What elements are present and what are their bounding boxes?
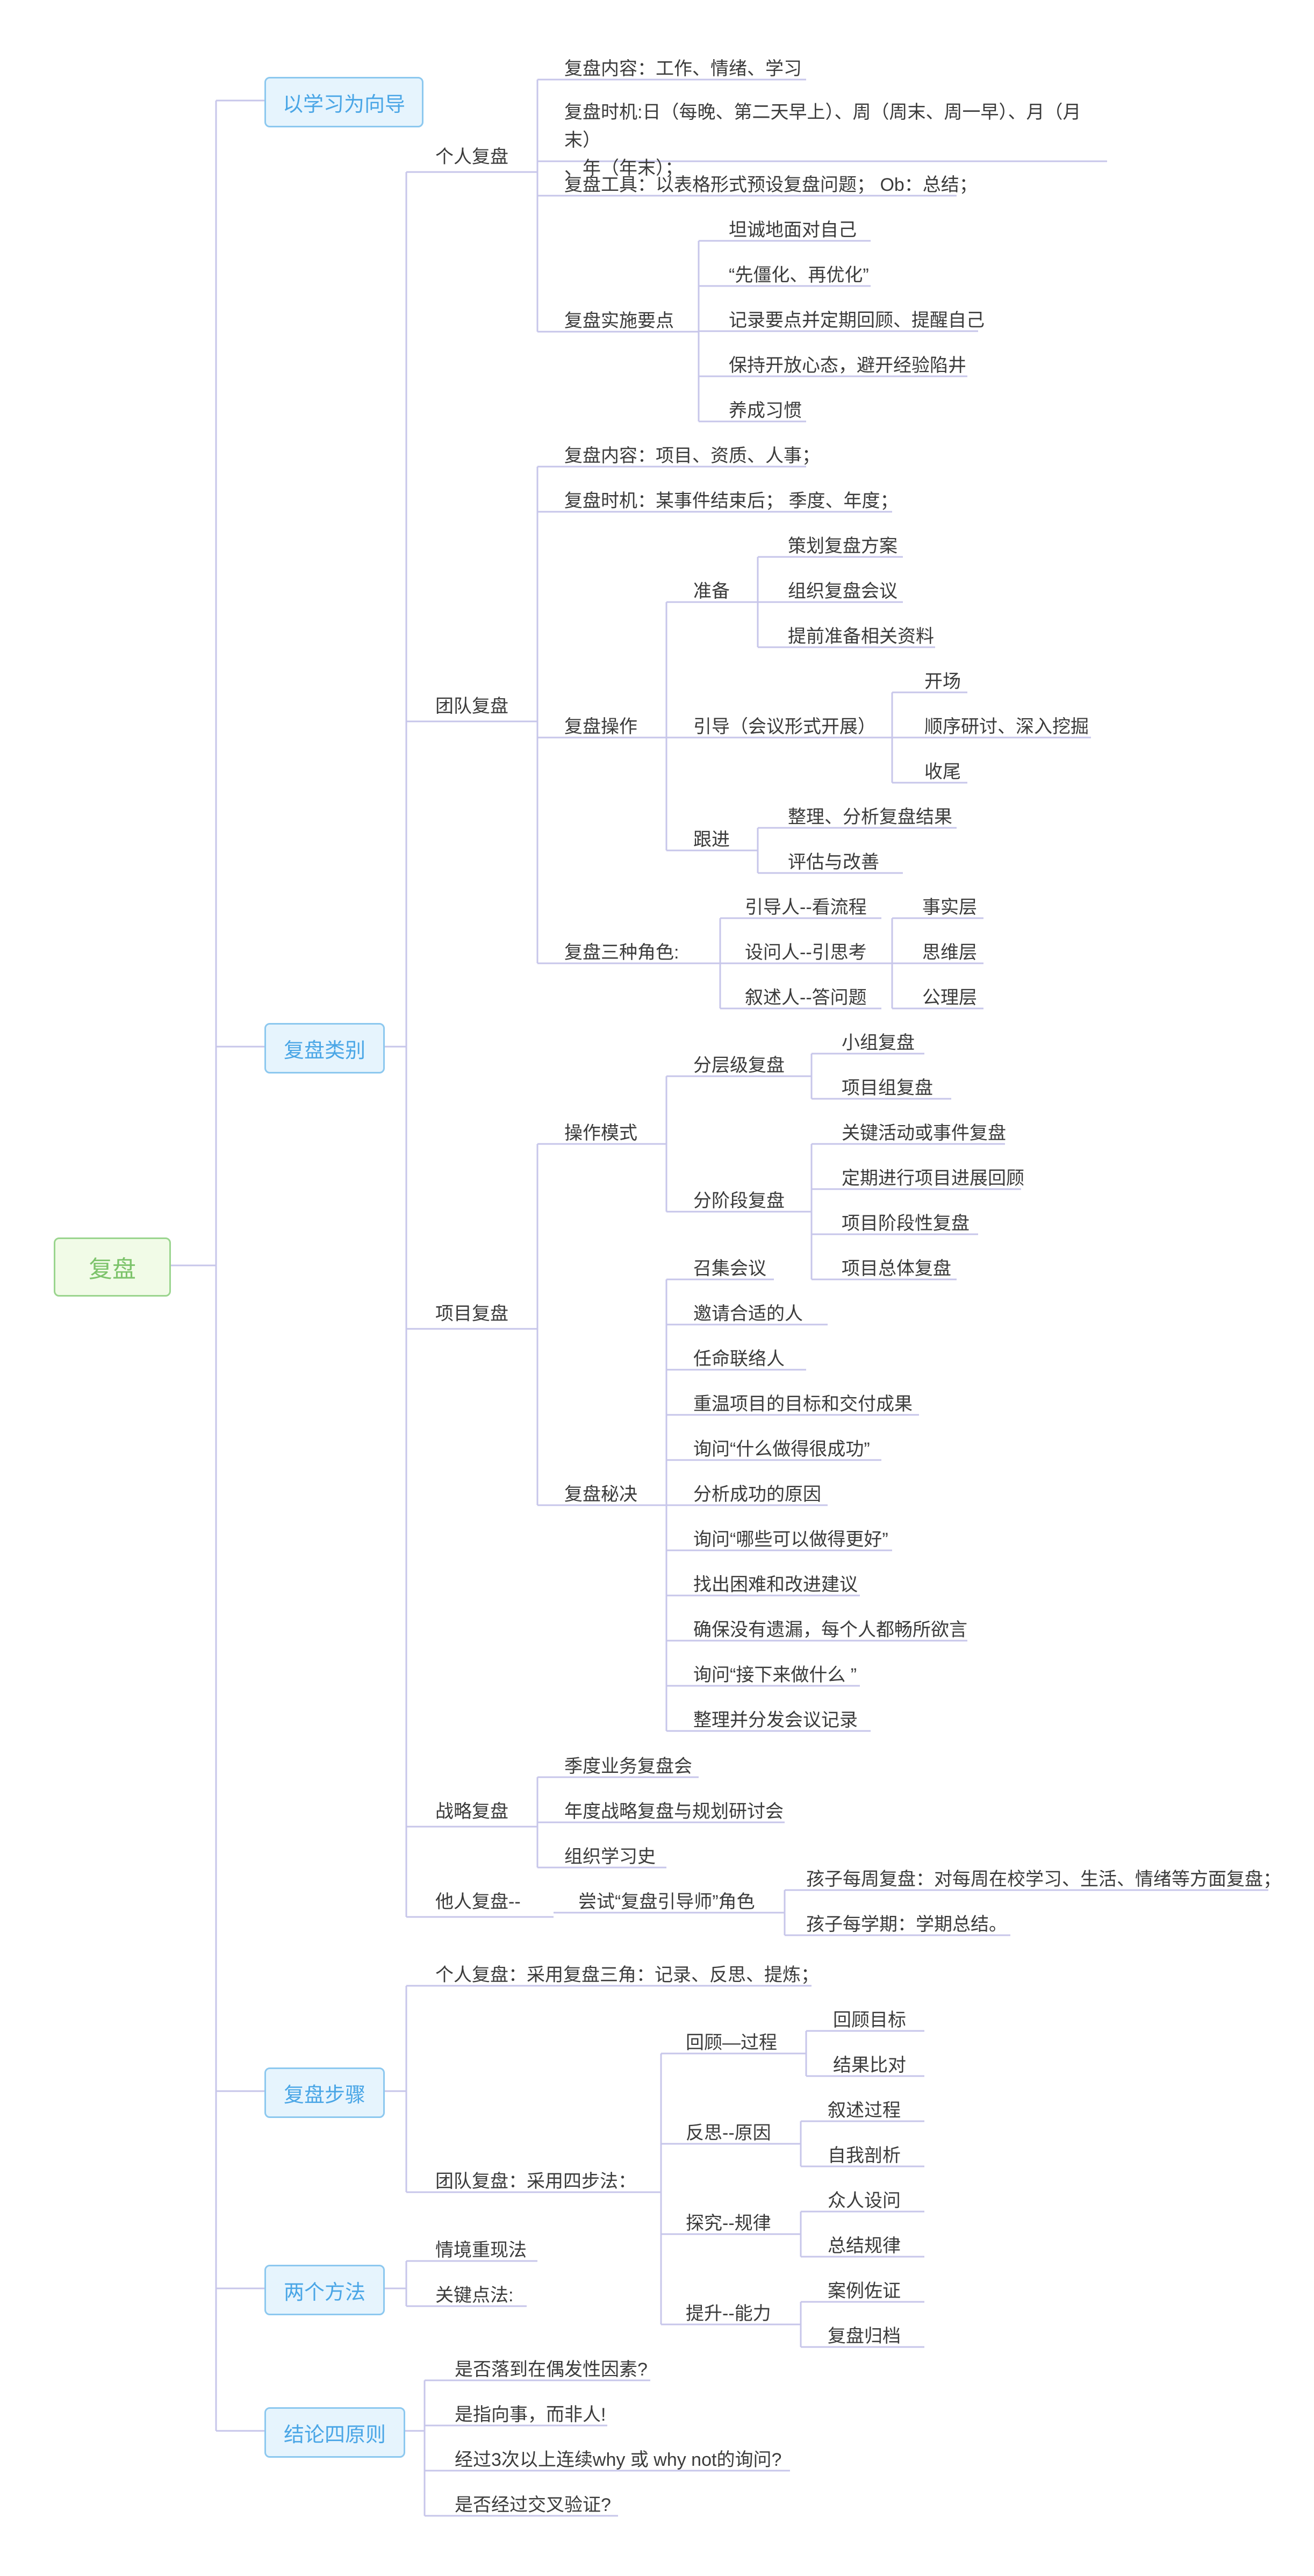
- node-secret-2[interactable]: 任命联络人: [693, 1349, 785, 1369]
- branch-four-principles[interactable]: 结论四原则: [264, 2407, 405, 2458]
- node-point-0[interactable]: 坦诚地面对自己: [729, 220, 857, 240]
- node-secret-0[interactable]: 召集会议: [693, 1258, 766, 1279]
- node-others-1[interactable]: 孩子每学期：学期总结。: [806, 1914, 1007, 1935]
- node-prep-1[interactable]: 组织复盘会议: [788, 581, 897, 602]
- node-secret-1[interactable]: 邀请合适的人: [693, 1304, 803, 1324]
- node-step-2[interactable]: 探究--规律: [686, 2213, 771, 2234]
- node-prep-0[interactable]: 策划复盘方案: [788, 536, 897, 556]
- node-strategy-1[interactable]: 年度战略复盘与规划研讨会: [564, 1801, 784, 1822]
- node-layer-1[interactable]: 思维层: [922, 942, 977, 963]
- node-follow-0[interactable]: 整理、分析复盘结果: [788, 807, 952, 827]
- node-point-1[interactable]: “先僵化、再优化”: [729, 265, 869, 285]
- node-guide-0[interactable]: 开场: [924, 671, 961, 692]
- node-personal-points[interactable]: 复盘实施要点: [564, 311, 674, 331]
- node-secret-6[interactable]: 询问“哪些可以做得更好”: [693, 1529, 888, 1550]
- node-ops-guide[interactable]: 引导（会议形式开展）: [693, 717, 876, 737]
- node-ops-prep[interactable]: 准备: [693, 581, 730, 602]
- node-secret-10[interactable]: 整理并分发会议记录: [693, 1710, 858, 1730]
- node-step-1-1[interactable]: 自我剖析: [828, 2145, 901, 2166]
- node-point-3[interactable]: 保持开放心态，避开经验陷井: [729, 355, 966, 376]
- node-ops-follow[interactable]: 跟进: [693, 829, 730, 850]
- node-stage-2[interactable]: 项目阶段性复盘: [842, 1213, 970, 1234]
- node-step-1-0[interactable]: 叙述过程: [828, 2100, 901, 2121]
- node-project-mode[interactable]: 操作模式: [564, 1123, 637, 1143]
- node-project-review[interactable]: 项目复盘: [435, 1304, 508, 1324]
- node-step-2-1[interactable]: 总结规律: [828, 2236, 901, 2256]
- node-stage-1[interactable]: 定期进行项目进展回顾: [842, 1168, 1024, 1189]
- node-role-2[interactable]: 叙述人--答问题: [745, 988, 867, 1008]
- node-others-sub[interactable]: 尝试“复盘引导师”角色: [578, 1892, 755, 1912]
- node-guide-1[interactable]: 顺序研讨、深入挖掘: [924, 717, 1089, 737]
- node-principle-2[interactable]: 经过3次以上连续why 或 why not的询问?: [455, 2450, 782, 2470]
- node-others-0[interactable]: 孩子每周复盘：对每周在校学习、生活、情绪等方面复盘；: [806, 1869, 1281, 1890]
- node-tier-0[interactable]: 小组复盘: [842, 1033, 915, 1053]
- node-personal-timing-line1: 复盘时机:日（每晚、第二天早上）、周（周末、周一早）、月（月末）: [564, 102, 1081, 151]
- node-step-3-1[interactable]: 复盘归档: [828, 2326, 901, 2346]
- node-step-3-0[interactable]: 案例佐证: [828, 2281, 901, 2301]
- node-point-4[interactable]: 养成习惯: [729, 400, 802, 421]
- node-personal-timing[interactable]: 复盘时机:日（每晚、第二天早上）、周（周末、周一早）、月（月末） 、年（年末）；: [564, 98, 1102, 182]
- branch-two-methods[interactable]: 两个方法: [264, 2265, 385, 2315]
- node-mode-stage[interactable]: 分阶段复盘: [693, 1191, 785, 1211]
- node-personal-review[interactable]: 个人复盘: [435, 147, 508, 167]
- node-step-0[interactable]: 回顾—过程: [686, 2033, 777, 2053]
- node-step-1[interactable]: 反思--原因: [686, 2123, 771, 2143]
- node-principle-0[interactable]: 是否落到在偶发性因素?: [455, 2359, 648, 2380]
- node-layer-0[interactable]: 事实层: [922, 897, 977, 918]
- node-stage-3[interactable]: 项目总体复盘: [842, 1258, 951, 1279]
- node-role-1[interactable]: 设问人--引思考: [745, 942, 867, 963]
- node-personal-timing-line2: 、年（年末）；: [564, 158, 683, 178]
- root-node[interactable]: 复盘: [54, 1237, 171, 1297]
- node-method-0[interactable]: 情境重现法: [435, 2240, 527, 2260]
- node-principle-3[interactable]: 是否经过交叉验证?: [455, 2495, 611, 2515]
- node-prep-2[interactable]: 提前准备相关资料: [788, 626, 934, 647]
- node-secret-9[interactable]: 询问“接下来做什么 ”: [693, 1665, 857, 1685]
- node-steps-personal[interactable]: 个人复盘：采用复盘三角：记录、反思、提炼；: [435, 1965, 819, 1985]
- node-principle-1[interactable]: 是指向事，而非人!: [455, 2405, 606, 2425]
- node-follow-1[interactable]: 评估与改善: [788, 852, 879, 872]
- node-strategy-review[interactable]: 战略复盘: [435, 1801, 508, 1822]
- node-team-ops[interactable]: 复盘操作: [564, 717, 637, 737]
- node-guide-2[interactable]: 收尾: [924, 762, 961, 782]
- node-secret-8[interactable]: 确保没有遗漏，每个人都畅所欲言: [693, 1620, 967, 1640]
- branch-review-categories[interactable]: 复盘类别: [264, 1023, 385, 1074]
- node-secret-5[interactable]: 分析成功的原因: [693, 1484, 821, 1505]
- node-step-0-0[interactable]: 回顾目标: [833, 2010, 906, 2030]
- node-step-2-0[interactable]: 众人设问: [828, 2191, 901, 2211]
- node-others-review[interactable]: 他人复盘--: [435, 1892, 521, 1912]
- node-stage-0[interactable]: 关键活动或事件复盘: [842, 1123, 1006, 1143]
- node-secret-3[interactable]: 重温项目的目标和交付成果: [693, 1394, 913, 1414]
- branch-review-steps[interactable]: 复盘步骤: [264, 2067, 385, 2118]
- node-mode-tier[interactable]: 分层级复盘: [693, 1055, 785, 1076]
- node-personal-content[interactable]: 复盘内容：工作、情绪、学习: [564, 59, 802, 79]
- node-point-2[interactable]: 记录要点并定期回顾、提醒自己: [729, 310, 985, 331]
- node-project-secrets[interactable]: 复盘秘决: [564, 1484, 637, 1505]
- node-step-0-1[interactable]: 结果比对: [833, 2055, 906, 2076]
- node-tier-1[interactable]: 项目组复盘: [842, 1078, 933, 1098]
- node-team-timing[interactable]: 复盘时机：某事件结束后； 季度、年度；: [564, 491, 899, 511]
- branch-learning-oriented[interactable]: 以学习为向导: [264, 77, 423, 127]
- node-personal-tools[interactable]: 复盘工具：以表格形式预设复盘问题； Ob：总结；: [564, 175, 978, 195]
- node-team-review[interactable]: 团队复盘: [435, 696, 508, 717]
- node-steps-team[interactable]: 团队复盘：采用四步法：: [435, 2171, 636, 2192]
- node-team-content[interactable]: 复盘内容：项目、资质、人事；: [564, 446, 820, 466]
- node-role-0[interactable]: 引导人--看流程: [745, 897, 867, 918]
- node-strategy-2[interactable]: 组织学习史: [564, 1847, 656, 1867]
- node-team-roles[interactable]: 复盘三种角色:: [564, 942, 679, 963]
- node-step-3[interactable]: 提升--能力: [686, 2303, 771, 2324]
- node-secret-7[interactable]: 找出困难和改进建议: [693, 1575, 858, 1595]
- node-secret-4[interactable]: 询问“什么做得很成功”: [693, 1439, 870, 1459]
- node-layer-2[interactable]: 公理层: [922, 988, 977, 1008]
- node-strategy-0[interactable]: 季度业务复盘会: [564, 1756, 692, 1777]
- node-method-1[interactable]: 关键点法:: [435, 2285, 514, 2306]
